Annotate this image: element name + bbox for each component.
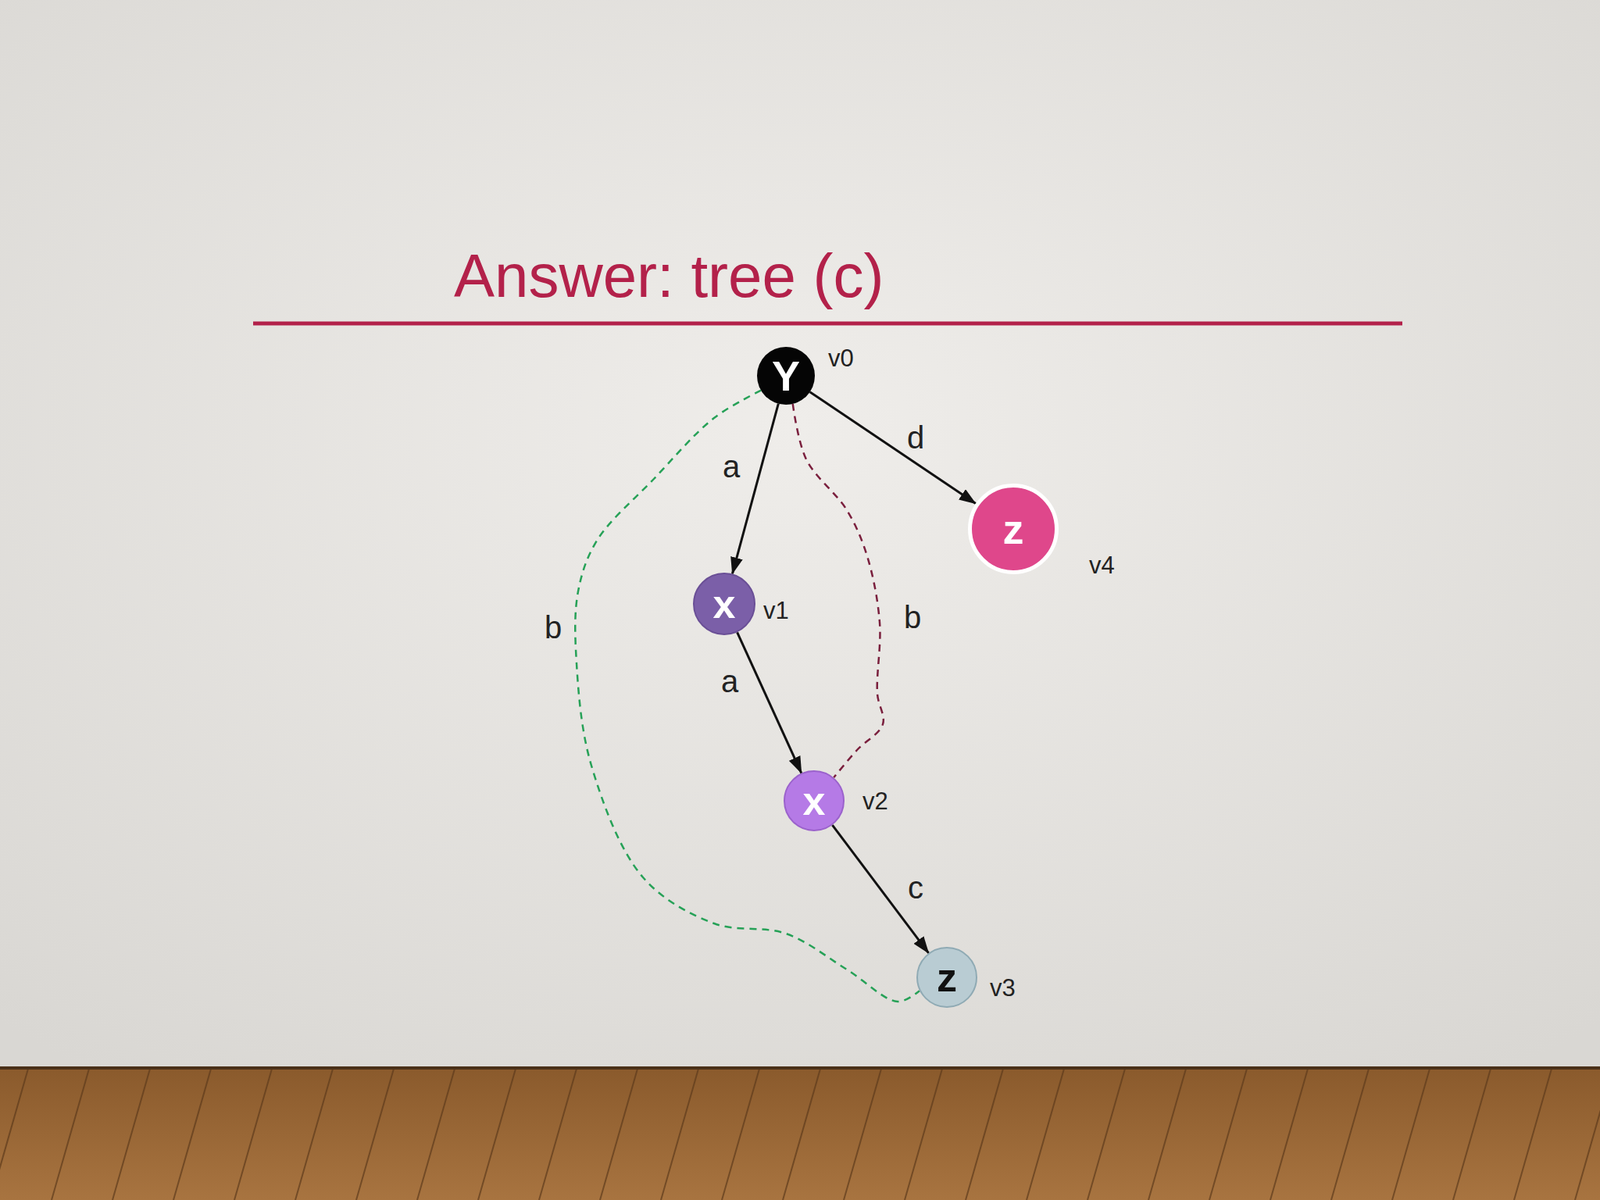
vertex-symbol: x bbox=[713, 583, 736, 625]
vertex-id: v0 bbox=[828, 346, 854, 371]
plank-seam bbox=[539, 1068, 577, 1200]
plank-seam bbox=[173, 1068, 211, 1200]
plank-seam bbox=[1087, 1068, 1125, 1200]
tree-vertex: Yv0 bbox=[757, 346, 815, 405]
plank-seam bbox=[295, 1068, 333, 1200]
plank-seam bbox=[478, 1068, 516, 1200]
vertex-id: v3 bbox=[989, 975, 1016, 1000]
tree-edge bbox=[832, 825, 929, 954]
tree-vertex: xv2 bbox=[783, 770, 845, 832]
slide-title: Answer: tree (c) bbox=[453, 245, 884, 307]
tree-vertex: xv1 bbox=[692, 572, 756, 636]
edge-label: b bbox=[903, 601, 922, 633]
plank-seam bbox=[417, 1068, 455, 1200]
edge-label: d bbox=[907, 421, 925, 454]
wall bbox=[0, 0, 1600, 1068]
plank-seam bbox=[1575, 1068, 1600, 1200]
plank-seam bbox=[721, 1068, 760, 1200]
plank-seam bbox=[234, 1068, 272, 1200]
tree-edge bbox=[732, 403, 779, 575]
plank-seam bbox=[1331, 1068, 1369, 1200]
dashed-link bbox=[792, 403, 884, 778]
tree-vertex: zv4 bbox=[967, 483, 1059, 575]
plank-seam bbox=[843, 1068, 882, 1200]
edge-label: a bbox=[722, 450, 740, 483]
plank-seam bbox=[1514, 1068, 1552, 1200]
tree-edge bbox=[810, 392, 976, 504]
vertex-symbol: z bbox=[1003, 507, 1025, 550]
vertex-symbol: Y bbox=[771, 354, 800, 397]
plank-seam bbox=[904, 1068, 943, 1200]
vertex-id: v4 bbox=[1089, 553, 1115, 578]
edge-label: b bbox=[544, 611, 562, 643]
floor-planks bbox=[0, 1068, 1600, 1200]
title-rule bbox=[253, 321, 1403, 326]
vertex-id: v2 bbox=[862, 789, 889, 814]
plank-seam bbox=[1026, 1068, 1065, 1200]
edge-label: a bbox=[721, 665, 739, 697]
plank-seam bbox=[782, 1068, 821, 1200]
plank-seam bbox=[0, 1068, 29, 1200]
plank-seam bbox=[660, 1068, 699, 1200]
floor-edge bbox=[0, 1066, 1600, 1070]
wood-floor bbox=[0, 1067, 1600, 1200]
edge-label: c bbox=[907, 871, 924, 904]
vertex-symbol: x bbox=[803, 780, 826, 822]
plank-seam bbox=[1209, 1068, 1247, 1200]
vertex-symbol: z bbox=[936, 957, 958, 998]
plank-seam bbox=[356, 1068, 394, 1200]
plank-seam bbox=[1392, 1068, 1430, 1200]
plank-seam bbox=[1270, 1068, 1308, 1200]
plank-seam bbox=[600, 1068, 638, 1200]
tree-vertex: zv3 bbox=[916, 946, 978, 1008]
dashed-link bbox=[575, 390, 920, 1002]
vertex-id: v1 bbox=[763, 598, 790, 623]
plank-seam bbox=[965, 1068, 1004, 1200]
plank-seam bbox=[1453, 1068, 1491, 1200]
tree-edge bbox=[737, 632, 802, 773]
plank-seam bbox=[112, 1068, 150, 1200]
plank-seam bbox=[51, 1068, 90, 1200]
plank-seam bbox=[1148, 1068, 1186, 1200]
